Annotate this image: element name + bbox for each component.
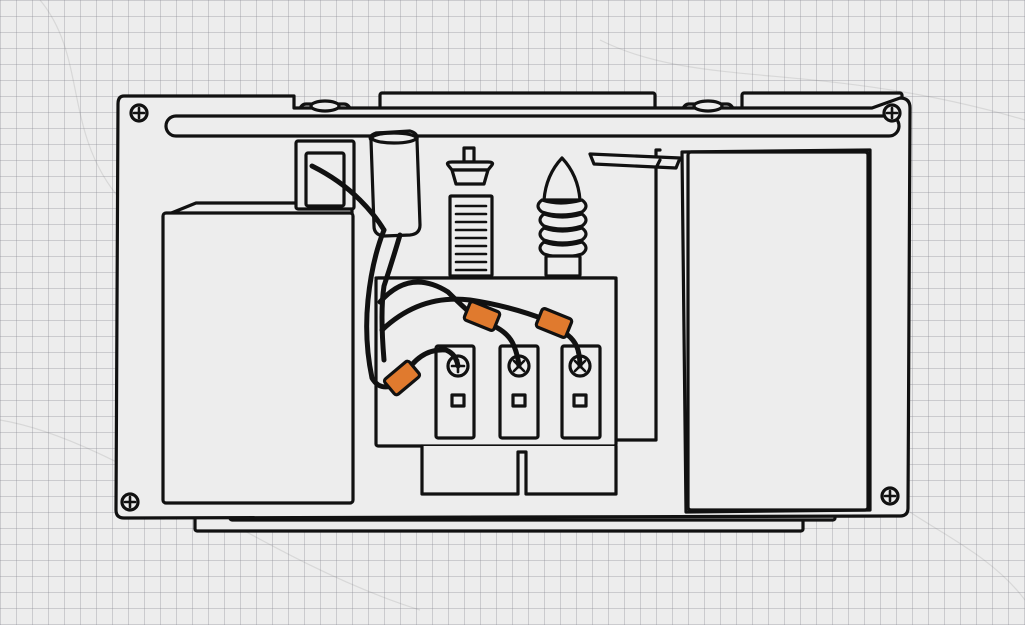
screw-terminal-rear [560, 344, 602, 440]
plus-screw-icon [880, 486, 900, 506]
right-chime-tone-bar [680, 148, 872, 514]
solenoid-plunger [445, 146, 495, 278]
screw-terminal-trans [498, 344, 540, 440]
corner-screws [120, 103, 902, 512]
plus-screw-icon [882, 103, 902, 123]
solenoid-spring [536, 156, 588, 278]
screw-terminal-front [434, 344, 476, 440]
rail-nuts [309, 99, 724, 113]
plus-screw-icon [120, 492, 140, 512]
plus-screw-icon [129, 103, 149, 123]
wire-nut-connectors [382, 300, 574, 397]
top-rail [164, 114, 901, 138]
left-chime-tone-bar [161, 201, 355, 505]
hammer-arm [588, 152, 682, 170]
capacitor [368, 129, 422, 238]
